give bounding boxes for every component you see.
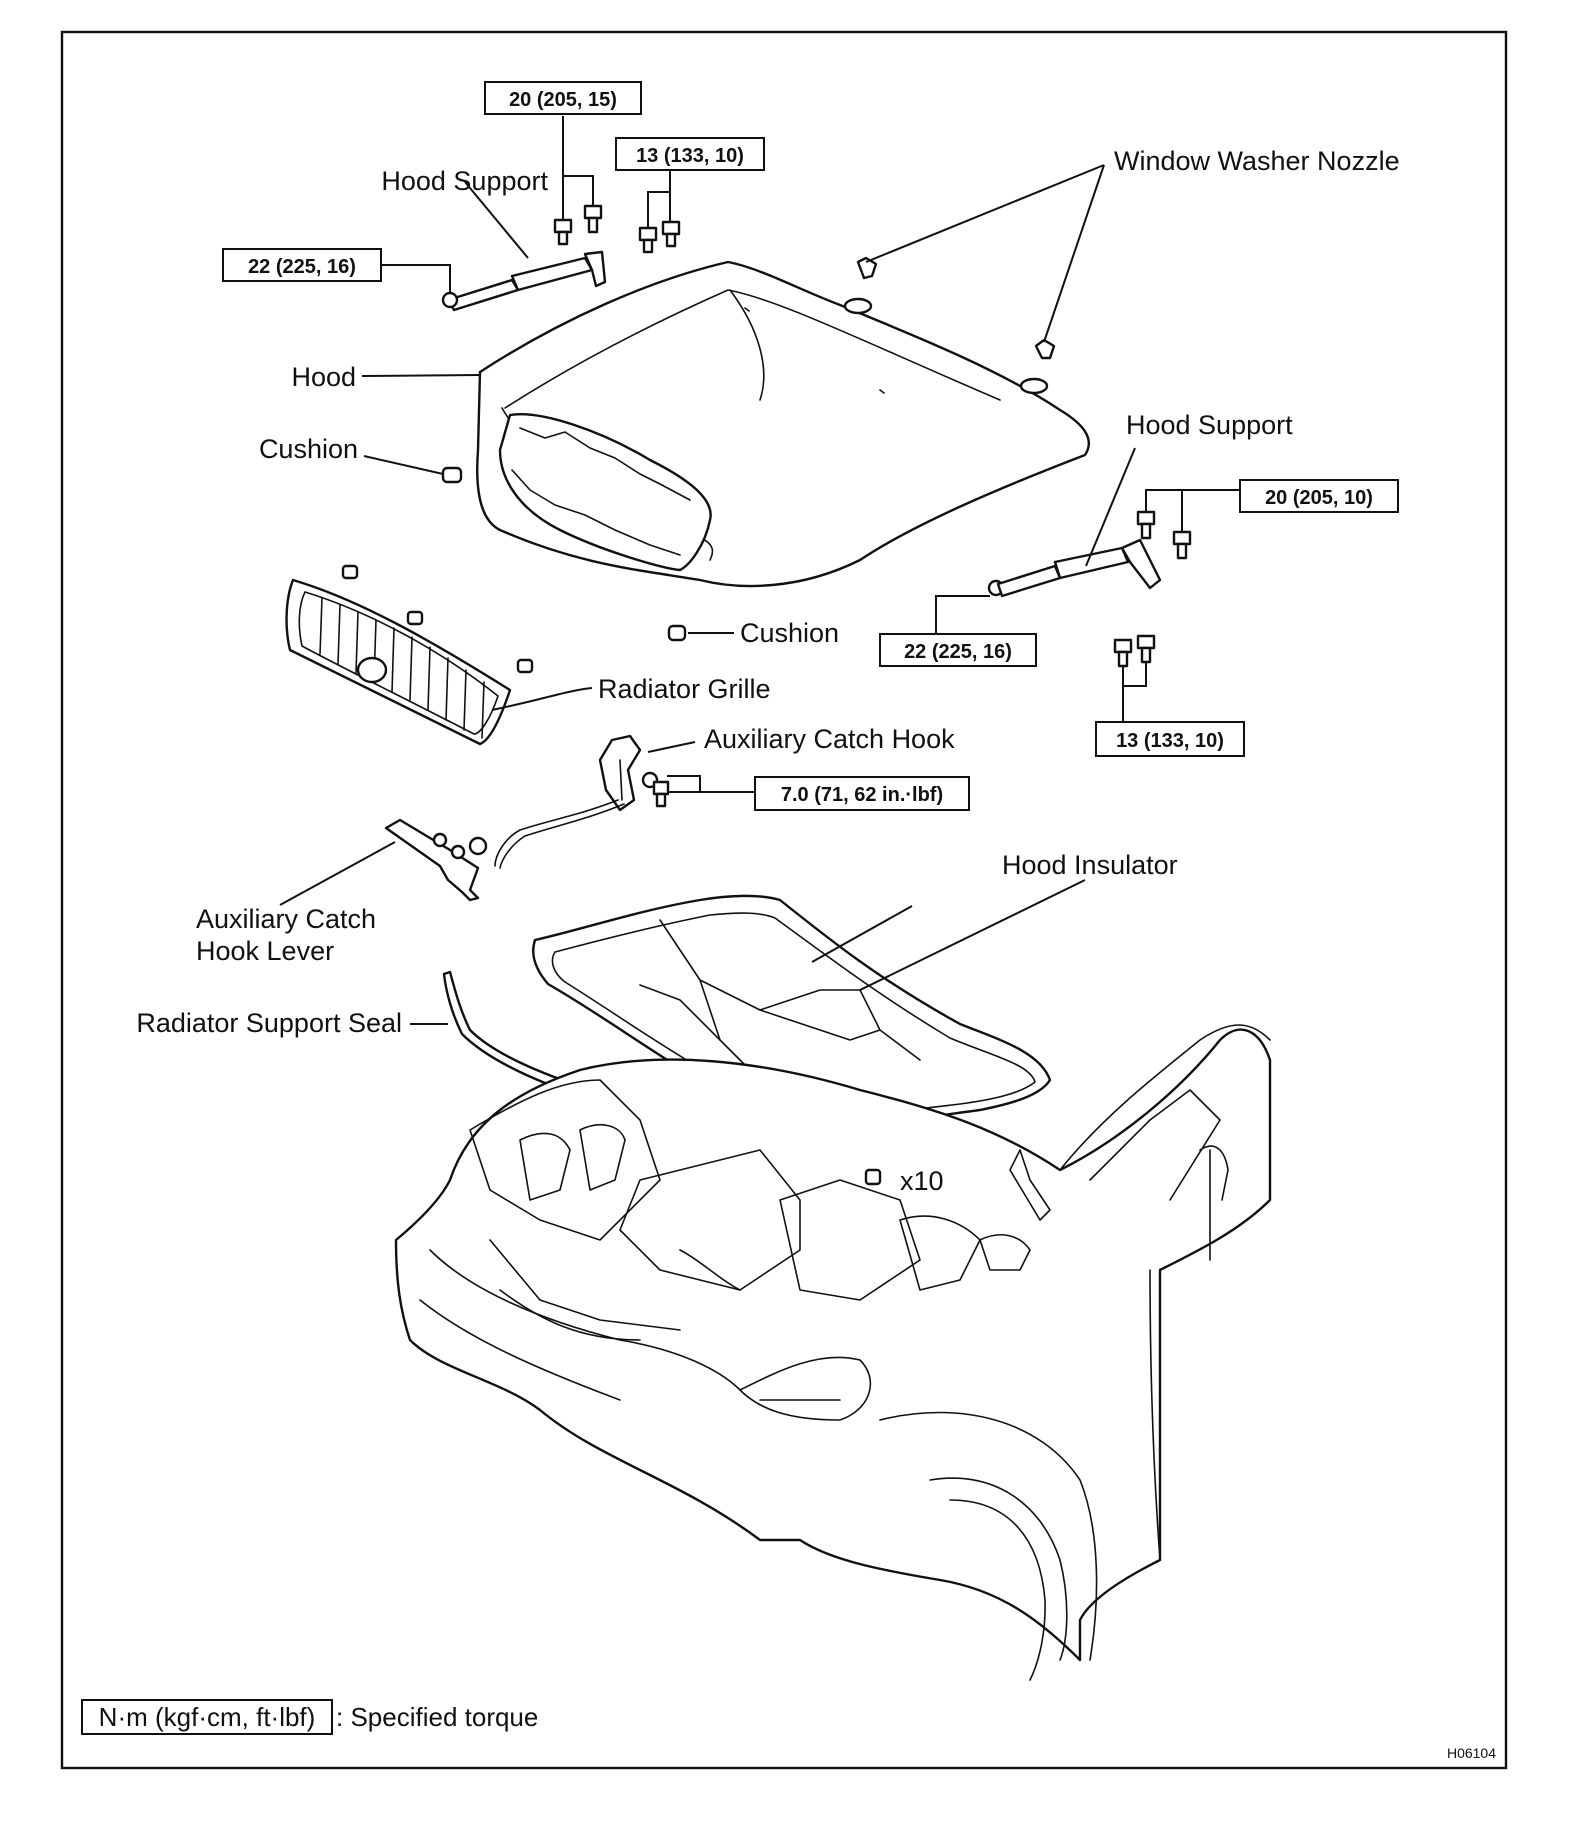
label-hood-support-top: Hood Support [381,166,548,196]
hood-support-right [987,538,1162,598]
label-radiator-support-seal: Radiator Support Seal [136,1008,402,1038]
label-clip-count: x10 [900,1166,944,1196]
window-washer-nozzle-left [843,256,878,315]
label-auxiliary-catch-hook-lever-1: Auxiliary Catch [196,904,376,934]
vehicle-body [394,1024,1272,1681]
torque-22-225-16-left-text: 22 (225, 16) [248,256,356,278]
figure-code: H06104 [1447,1745,1496,1761]
torque-20-205-10-text: 20 (205, 10) [1265,487,1373,509]
torque-box-20-205-10: 20 (205, 10) [1239,479,1399,513]
legend-description: : Specified torque [336,1702,538,1732]
auxiliary-catch-hook-lever [384,818,488,902]
diagram-frame [60,30,1508,1770]
bolt-pair-20-205-15 [553,204,603,246]
torque-13-133-10-top-text: 13 (133, 10) [636,145,744,167]
label-cushion-bottom: Cushion [740,618,839,648]
torque-box-20-205-15: 20 (205, 15) [484,81,642,115]
hood [476,260,1090,588]
bolt-pair-20-205-10 [1136,510,1192,560]
torque-box-13-133-10-right: 13 (133, 10) [1095,721,1245,757]
label-cushion-left: Cushion [259,434,358,464]
label-window-washer-nozzle: Window Washer Nozzle [1114,146,1400,176]
label-auxiliary-catch-hook-lever-2: Hook Lever [196,936,334,966]
window-washer-nozzle-right [1019,338,1056,395]
torque-7-71-62-text: 7.0 (71, 62 in.·lbf) [781,784,943,806]
label-auxiliary-catch-hook: Auxiliary Catch Hook [704,724,955,754]
torque-box-22-225-16-right: 22 (225, 16) [879,633,1037,667]
bolt-pair-13-133-10-right [1113,634,1156,668]
torque-box-7-71-62: 7.0 (71, 62 in.·lbf) [754,776,970,811]
label-radiator-grille: Radiator Grille [598,674,771,704]
label-hood: Hood [291,362,356,392]
label-hood-insulator: Hood Insulator [1002,850,1178,880]
cushion-left [441,466,463,484]
torque-box-13-133-10-top: 13 (133, 10) [615,137,765,171]
label-hood-support-right: Hood Support [1126,410,1293,440]
torque-13-133-10-right-text: 13 (133, 10) [1116,730,1224,752]
radiator-grille [285,564,534,746]
hood-support-left [441,250,607,312]
torque-box-22-225-16-left: 22 (225, 16) [222,248,382,282]
legend-unit-box: N·m (kgf·cm, ft·lbf) [99,1702,316,1732]
cushion-bottom [667,624,687,642]
auxiliary-catch-hook [598,734,701,812]
bolt-pair-13-133-10-top [638,220,681,254]
torque-22-225-16-right-text: 22 (225, 16) [904,641,1012,663]
torque-legend: N·m (kgf·cm, ft·lbf) : Specified torque [81,1699,538,1735]
torque-20-205-15-text: 20 (205, 15) [509,89,617,111]
